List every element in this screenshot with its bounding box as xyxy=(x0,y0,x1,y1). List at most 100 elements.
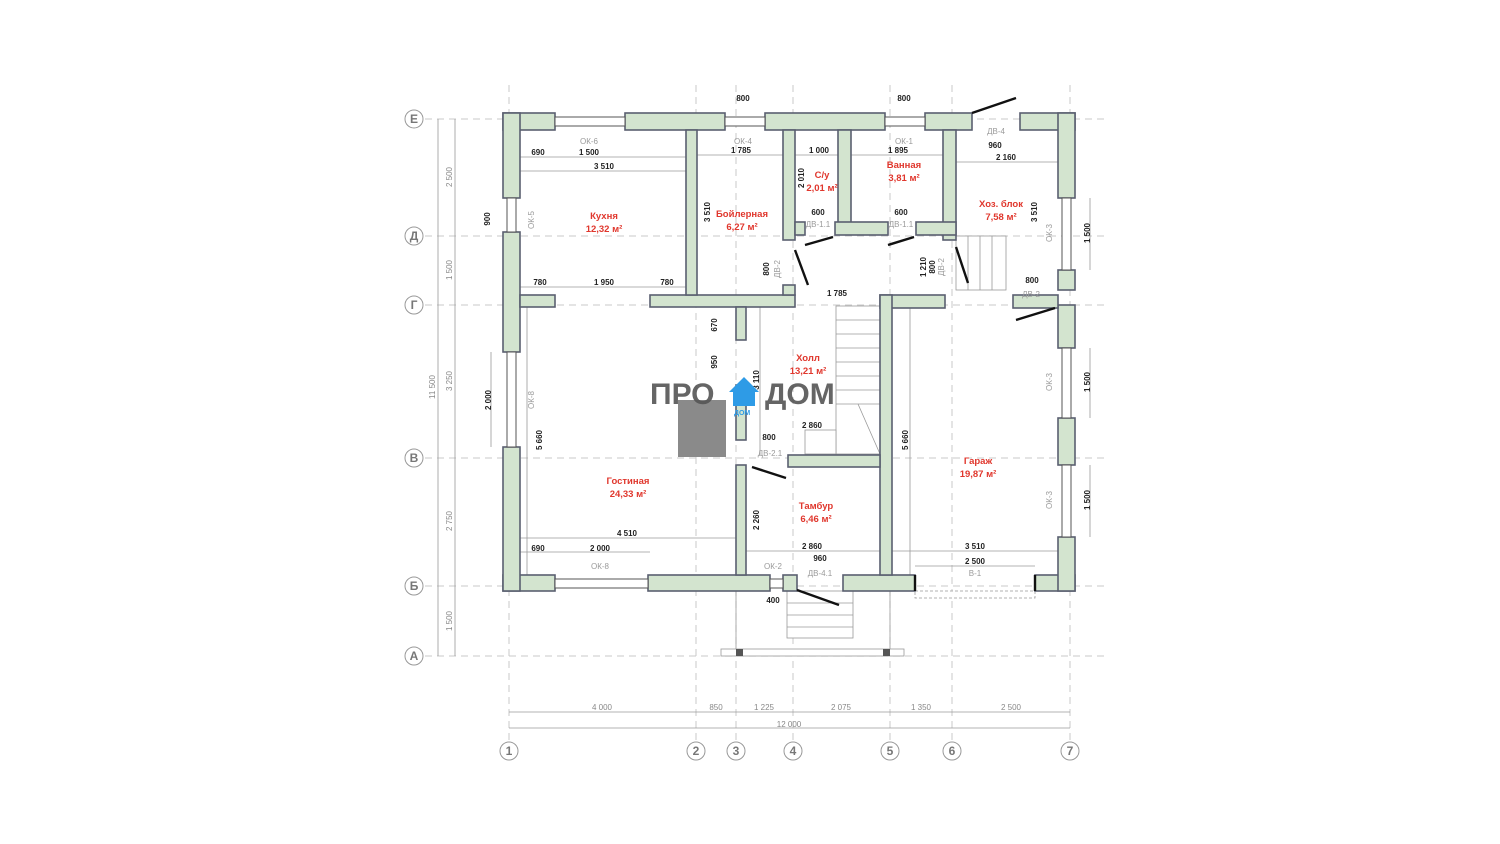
room-area: 13,21 м² xyxy=(790,366,827,377)
watermark-text-left: ПРО xyxy=(650,378,715,411)
column-axis-label: 5 xyxy=(887,744,894,758)
watermark-logo: ПРО ДОМ ДОМ xyxy=(650,377,835,457)
entry-stairs xyxy=(786,590,854,639)
dim-label: 1 500 xyxy=(579,148,600,157)
dim-label: 1 500 xyxy=(1083,489,1092,510)
door-garage xyxy=(1015,306,1056,322)
row-axis-label: Д xyxy=(410,229,419,243)
watermark-small-text: ДОМ xyxy=(734,410,750,417)
outer-dim-label: 850 xyxy=(709,703,723,712)
dim-label: 800 xyxy=(897,94,911,103)
door-entry xyxy=(796,588,840,607)
outer-dim-label: 2 075 xyxy=(831,703,852,712)
row-axis-label: Е xyxy=(410,112,418,126)
room-area: 2,01 м² xyxy=(806,183,837,194)
dim-label: 2 010 xyxy=(797,167,806,188)
outer-dim-label: 2 750 xyxy=(445,510,454,531)
outer-dim-label: 2 500 xyxy=(1001,703,1022,712)
house-icon xyxy=(729,377,759,406)
windows xyxy=(506,116,1072,589)
opening-label: ДВ-1.1 xyxy=(889,220,914,229)
dim-label: 2 500 xyxy=(965,557,986,566)
dim-label: 800 xyxy=(762,433,776,442)
window-ok2 xyxy=(769,578,784,589)
walls xyxy=(502,112,1076,592)
opening-label: ДВ-1.1 xyxy=(806,220,831,229)
room-name: Гараж xyxy=(964,456,993,467)
dim-label: 3 510 xyxy=(594,162,615,171)
dim-label: 600 xyxy=(811,208,825,217)
room-name: Кухня xyxy=(590,211,618,222)
room-area: 19,87 м² xyxy=(960,469,997,480)
dim-label: 3 510 xyxy=(965,542,986,551)
column-axis-label: 4 xyxy=(790,744,797,758)
row-axis-label: Б xyxy=(410,579,419,593)
dim-label: 1 785 xyxy=(731,146,752,155)
opening-label: ДВ-4.1 xyxy=(808,569,833,578)
opening-label: ОК-4 xyxy=(734,137,753,146)
room-name: Гостиная xyxy=(607,476,650,487)
opening-label: ДВ-2.1 xyxy=(758,449,783,458)
outer-dim-label: 12 000 xyxy=(777,720,802,729)
opening-label: ДВ-2 xyxy=(937,258,946,276)
room-name: С/у xyxy=(815,170,831,181)
row-axis-markers: Е Д Г В Б А xyxy=(404,109,424,666)
hall-stairs xyxy=(804,305,881,455)
door-dv4 xyxy=(971,96,1017,115)
dim-label: 2 260 xyxy=(752,509,761,530)
outer-dimension-lines xyxy=(437,119,1070,729)
dim-label: 2 000 xyxy=(590,544,611,553)
column-axis-label: 1 xyxy=(506,744,513,758)
utility-stairs xyxy=(955,235,1007,291)
window-ok3-3 xyxy=(1061,464,1072,538)
dim-label: 800 xyxy=(928,260,937,274)
window-ok6 xyxy=(554,116,626,127)
column-axis-label: 2 xyxy=(693,744,700,758)
room-name: Бойлерная xyxy=(716,209,768,220)
window-ok5 xyxy=(506,197,517,233)
dim-label: 690 xyxy=(531,544,545,553)
window-ok8-bottom xyxy=(554,578,649,589)
dim-label: 800 xyxy=(762,262,771,276)
outer-dim-label: 1 500 xyxy=(445,610,454,631)
opening-label: ОК-5 xyxy=(527,210,536,229)
outer-dim-label: 1 225 xyxy=(754,703,775,712)
room-labels: Кухня 12,32 м² Бойлерная 6,27 м² С/у 2,0… xyxy=(586,160,1024,525)
room-area: 6,46 м² xyxy=(800,514,831,525)
opening-label: ДВ-4 xyxy=(987,127,1005,136)
column-axis-label: 6 xyxy=(949,744,956,758)
dim-label: 670 xyxy=(710,318,719,332)
room-name: Ванная xyxy=(887,160,921,171)
opening-label: ОК-8 xyxy=(591,562,610,571)
opening-label: ОК-3 xyxy=(1045,223,1054,242)
room-area: 3,81 м² xyxy=(888,173,919,184)
dim-label: 950 xyxy=(710,355,719,369)
row-axis-label: Г xyxy=(411,298,418,312)
dim-label: 1 500 xyxy=(1083,371,1092,392)
dim-label: 5 660 xyxy=(535,429,544,450)
outer-dim-label: 4 000 xyxy=(592,703,613,712)
inner-dimension-lines xyxy=(490,154,1091,575)
dim-label: 1 950 xyxy=(594,278,615,287)
dim-label: 780 xyxy=(533,278,547,287)
room-area: 12,32 м² xyxy=(586,224,623,235)
outer-dim-label: 1 350 xyxy=(911,703,932,712)
dim-label: 900 xyxy=(483,212,492,226)
row-axis-label: В xyxy=(410,451,419,465)
door-utility xyxy=(954,246,970,284)
dim-label: 1 000 xyxy=(809,146,830,155)
dim-label: 2 160 xyxy=(996,153,1017,162)
watermark-text-right: ДОМ xyxy=(765,378,835,411)
row-axis-label: А xyxy=(410,649,419,663)
dim-label: 3 510 xyxy=(1030,201,1039,222)
outer-dim-label: 3 250 xyxy=(445,370,454,391)
column-axis-markers: 1 2 3 4 5 6 7 xyxy=(499,741,1080,761)
dim-label: 1 500 xyxy=(1083,222,1092,243)
opening-label: ОК-6 xyxy=(580,137,599,146)
watermark-block xyxy=(678,400,726,457)
door-dv21 xyxy=(751,465,787,480)
dim-label: 3 510 xyxy=(703,201,712,222)
opening-label: ОК-1 xyxy=(895,137,914,146)
opening-label: ДВ-2 xyxy=(1022,290,1040,299)
